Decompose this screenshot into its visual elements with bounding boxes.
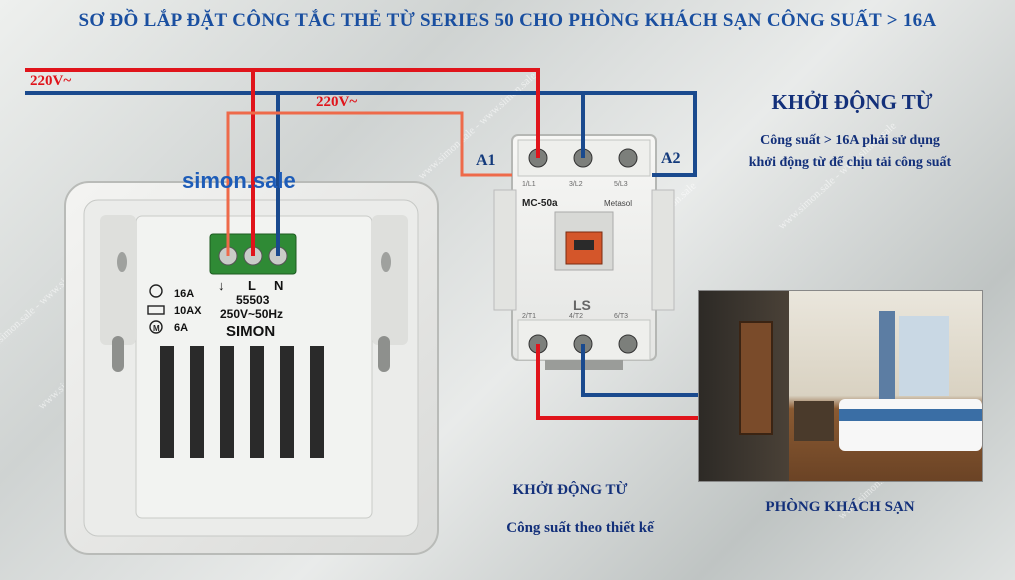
motor-icon xyxy=(149,320,163,334)
terminal-label-out: ↓ xyxy=(218,278,225,293)
switch-model: 55503 xyxy=(236,293,270,307)
supply-label-main: 220V~ xyxy=(30,73,72,89)
terminal-label-l: L xyxy=(248,278,256,293)
contactor-maker: Metasol xyxy=(604,199,632,208)
terminal-t2: 4/T2 xyxy=(569,313,583,320)
contactor-heading: KHỞI ĐỘNG TỪ xyxy=(771,90,933,114)
contactor-note: Công suất > 16A phải sử dụng khởi động t… xyxy=(700,130,1000,174)
mount-hole xyxy=(117,252,127,272)
card-switch: M xyxy=(64,181,439,555)
contactor-model: MC-50a xyxy=(522,198,558,209)
coil-a1-label: A1 xyxy=(476,152,496,169)
switch-brand: SIMON xyxy=(226,323,275,340)
live-wire xyxy=(25,68,540,158)
load-live-wire xyxy=(536,344,698,420)
neutral-wire xyxy=(25,91,697,177)
caption-contactor-title: KHỞI ĐỘNG TỪ xyxy=(512,482,628,498)
supply-label-branch: 220V~ xyxy=(316,94,358,110)
terminal-label-n: N xyxy=(274,278,283,293)
contactor xyxy=(493,134,675,370)
vent-slots xyxy=(160,346,324,458)
caption-room: PHÒNG KHÁCH SẠN xyxy=(765,499,915,515)
page-title: SƠ ĐỒ LẮP ĐẶT CÔNG TẮC THẺ TỪ SERIES 50 … xyxy=(78,10,937,31)
coil-a2-label: A2 xyxy=(661,150,681,167)
mount-hole xyxy=(381,252,391,272)
lamp-icon xyxy=(149,284,163,298)
svg-text:M: M xyxy=(153,324,160,333)
terminal-l1: 1/L1 xyxy=(522,181,536,188)
hotel-room-image xyxy=(698,290,983,482)
terminal-l3: 5/L3 xyxy=(614,181,628,188)
terminal-l2: 3/L2 xyxy=(569,181,583,188)
contactor-note-line1: Công suất > 16A phải sử dụng xyxy=(760,133,940,148)
caption-contactor-sub: Công suất theo thiết kế xyxy=(506,520,654,536)
rating-motor: 6A xyxy=(174,322,188,334)
terminal-t1: 2/T1 xyxy=(522,313,536,320)
brand-text: simon.sale xyxy=(182,168,296,193)
wires xyxy=(25,68,698,420)
load-neutral-wire xyxy=(581,344,698,397)
ls-logo: LS xyxy=(573,297,591,313)
heater-icon xyxy=(147,305,165,315)
rating-icons xyxy=(147,284,165,334)
terminal-t3: 6/T3 xyxy=(614,313,628,320)
coil-control-wire xyxy=(226,111,512,256)
rating-lamp: 16A xyxy=(174,288,194,300)
rating-heater: 10AX xyxy=(174,305,202,317)
switch-voltage: 250V~50Hz xyxy=(220,307,283,321)
contactor-note-line2: khởi động từ để chịu tải công suất xyxy=(748,155,952,170)
